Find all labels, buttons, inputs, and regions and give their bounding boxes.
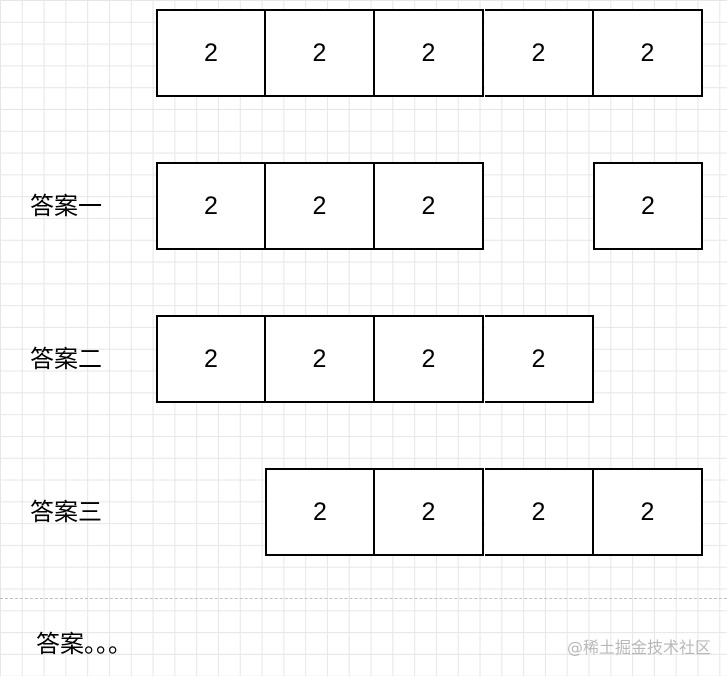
watermark-text: @稀土掘金技术社区 (566, 638, 711, 657)
array-cell: 2 (375, 9, 484, 97)
dashed-divider (0, 598, 727, 599)
footer-label: 答案。。。 (36, 630, 132, 658)
row-label: 答案三 (30, 498, 102, 526)
array-cell: 2 (594, 9, 703, 97)
array-cell: 2 (375, 315, 484, 403)
row-label: 答案二 (30, 345, 102, 373)
array-cell: 2 (375, 468, 484, 556)
array-cell: 2 (485, 315, 594, 403)
array-cell: 2 (375, 162, 484, 250)
array-cell: 2 (266, 162, 375, 250)
array-cell: 2 (156, 9, 266, 97)
array-cell: 2 (156, 162, 266, 250)
array-cell: 2 (594, 468, 703, 556)
array-cell: 2 (156, 315, 266, 403)
array-cell: 2 (485, 468, 594, 556)
array-cell: 2 (266, 315, 375, 403)
array-cell: 2 (485, 9, 594, 97)
array-cell: 2 (593, 162, 703, 250)
array-cell: 2 (266, 9, 375, 97)
array-cell: 2 (265, 468, 375, 556)
row-label: 答案一 (30, 192, 102, 220)
